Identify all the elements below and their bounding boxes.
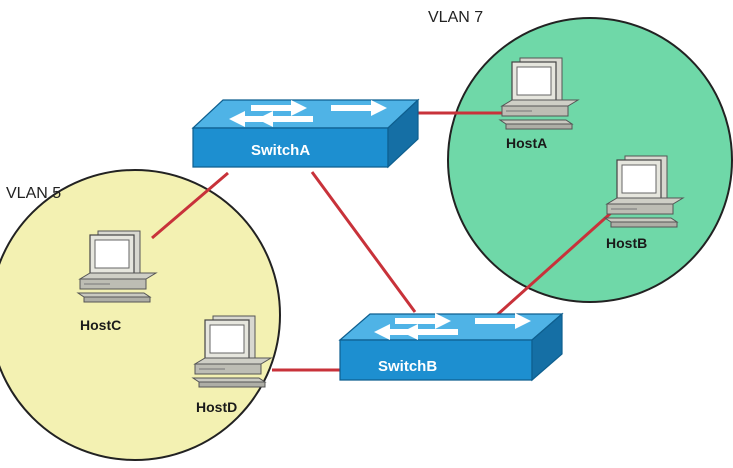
host-b: HostB <box>604 155 684 251</box>
link-switchb-hostb <box>495 210 614 317</box>
host-d-label: HostD <box>196 399 237 415</box>
link-switcha-hostc <box>151 171 229 240</box>
host-a: HostA <box>499 57 579 151</box>
switch-a-label: SwitchA <box>251 142 310 159</box>
vlan-7-label: VLAN 7 <box>428 9 483 26</box>
host-c: HostC <box>77 230 157 333</box>
network-switch-icon <box>338 312 564 382</box>
host-a-label: HostA <box>506 135 547 151</box>
network-links <box>151 111 614 372</box>
switch-b: SwitchB <box>338 312 564 382</box>
vlan-7-area <box>447 17 733 303</box>
vlan-5-area <box>0 169 281 461</box>
host-b-label: HostB <box>606 235 647 251</box>
network-switch-icon <box>191 98 420 169</box>
host-d: HostD <box>192 315 272 415</box>
host-c-label: HostC <box>80 317 121 333</box>
vlan-5-label: VLAN 5 <box>6 185 61 202</box>
switch-a: SwitchA <box>191 98 420 169</box>
switch-b-label: SwitchB <box>378 358 437 375</box>
link-switcha-switchb <box>310 171 417 313</box>
